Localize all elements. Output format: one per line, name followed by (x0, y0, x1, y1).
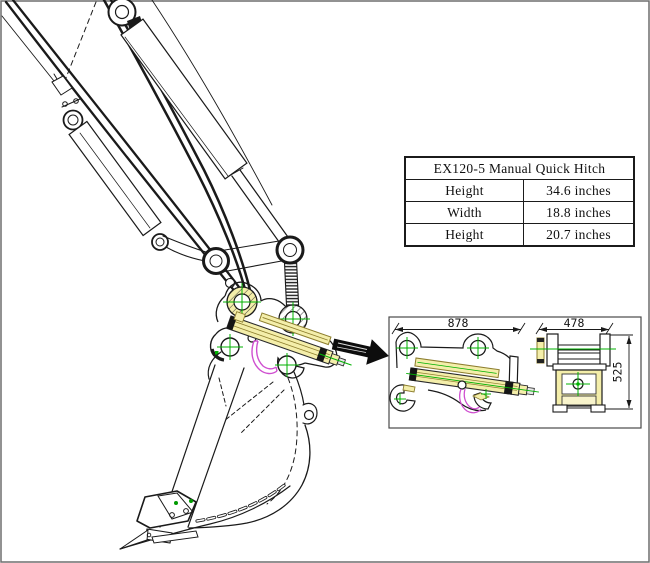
callout-arrow-icon (331, 338, 389, 365)
spec-row-value: 18.8 inches (546, 205, 611, 220)
bucket-drawing (119, 351, 318, 550)
dimension-front-width: 478 (564, 316, 585, 330)
dimension-front-height: 525 (611, 362, 625, 383)
front-view-drawing (530, 322, 633, 413)
excavator-arm (1, 0, 291, 301)
dimension-side-width: 878 (448, 316, 469, 330)
table-row: Width 18.8 inches (406, 202, 633, 224)
spec-row-label: Height (406, 180, 524, 201)
spec-table-title: EX120-5 Manual Quick Hitch (406, 158, 633, 180)
side-view-drawing (389, 322, 539, 414)
latch-bar-upper (258, 312, 332, 346)
table-row: Height 20.7 inches (406, 224, 633, 245)
spec-row-label: Width (406, 202, 524, 223)
detail-view-box: 878 478 525 (388, 316, 642, 429)
spec-row-label: Height (406, 224, 524, 245)
spec-row-value: 20.7 inches (546, 227, 611, 242)
spec-row-value: 34.6 inches (546, 183, 611, 198)
safety-hook-highlight (251, 340, 278, 375)
table-row: Height 34.6 inches (406, 180, 633, 202)
quick-hitch-assembly (209, 281, 352, 379)
spec-table: EX120-5 Manual Quick Hitch Height 34.6 i… (404, 156, 635, 247)
latch-bar-main (226, 311, 352, 367)
